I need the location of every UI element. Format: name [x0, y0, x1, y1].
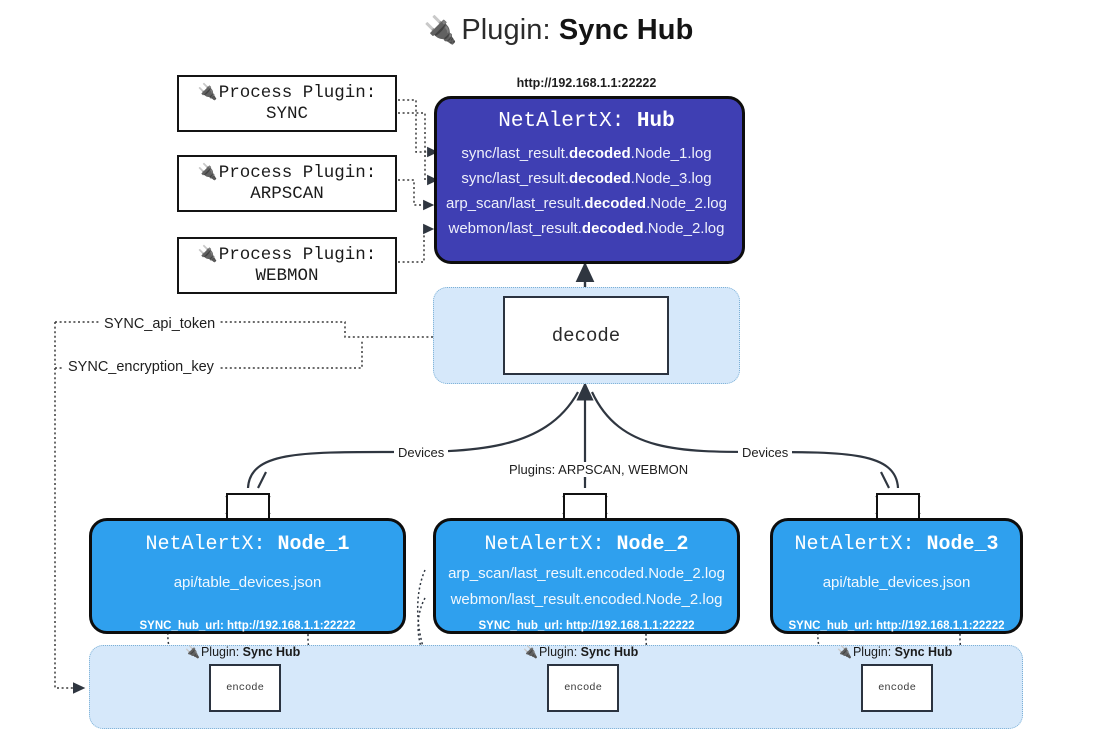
page-title: 🔌Plugin: Sync Hub: [0, 14, 1117, 47]
process-plugin-webmon[interactable]: 🔌Process Plugin: WEBMON: [177, 237, 397, 294]
encode-box-node2[interactable]: encode: [547, 664, 619, 712]
node-box-node3[interactable]: NetAlertX: Node_3 api/table_devices.json…: [770, 518, 1023, 634]
node1-hub-url: SYNC_hub_url: http://192.168.1.1:22222: [139, 620, 356, 632]
plug-icon: 🔌: [523, 645, 538, 659]
page-title-prefix: Plugin:: [461, 14, 559, 46]
page-title-name: Sync Hub: [558, 14, 694, 46]
encode3-plugin-label: 🔌Plugin: Sync Hub: [837, 645, 953, 659]
node2-title-name: Node_2: [616, 533, 689, 556]
node3-hub-url: SYNC_hub_url: http://192.168.1.1:22222: [788, 620, 1005, 632]
node-box-node2[interactable]: NetAlertX: Node_2 arp_scan/last_result.e…: [433, 518, 740, 634]
plug-icon: 🔌: [197, 243, 218, 263]
plug-icon: 🔌: [197, 81, 218, 101]
encode-box-node1[interactable]: encode: [209, 664, 281, 712]
plug-icon: 🔌: [837, 645, 852, 659]
wire-node3-envelope-stem: [880, 471, 890, 489]
hub-log-line-3: arp_scan/last_result.decoded.Node_2.log: [446, 195, 727, 212]
wire-node1-envelope-stem: [257, 471, 267, 489]
wire-arpscan-to-hub-line3: [398, 179, 435, 211]
hub-url-label: http://192.168.1.1:22222: [516, 76, 657, 90]
hub-node[interactable]: NetAlertX: Hub sync/last_result.decoded.…: [434, 96, 745, 264]
process-plugin-webmon-label: Process Plugin:: [218, 244, 377, 265]
node2-hub-url: SYNC_hub_url: http://192.168.1.1:22222: [478, 620, 695, 632]
setting-encryption-key-label: SYNC_encryption_key: [64, 359, 218, 375]
process-plugin-arpscan-value: ARPSCAN: [250, 184, 324, 204]
encode2-plugin-label: 🔌Plugin: Sync Hub: [523, 645, 639, 659]
edge-label-devices-left: Devices: [394, 445, 449, 460]
node2-line-2: webmon/last_result.encoded.Node_2.log: [450, 591, 723, 608]
process-plugin-sync[interactable]: 🔌Process Plugin: SYNC: [177, 75, 397, 132]
process-plugin-arpscan-label: Process Plugin:: [218, 162, 377, 183]
node1-line-1: api/table_devices.json: [173, 574, 322, 591]
encode-box-node3[interactable]: encode: [861, 664, 933, 712]
setting-api-token-label: SYNC_api_token: [100, 316, 220, 332]
edge-label-plugins-center: Plugins: ARPSCAN, WEBMON: [505, 462, 693, 477]
wire-enc-key-to-encodeband: [54, 368, 86, 694]
hub-title-prefix: NetAlertX:: [498, 110, 637, 133]
process-plugin-sync-value: SYNC: [265, 104, 308, 124]
hub-log-line-2: sync/last_result.decoded.Node_3.log: [461, 170, 712, 187]
encode1-plugin-label: 🔌Plugin: Sync Hub: [185, 645, 301, 659]
plug-icon: 🔌: [185, 645, 200, 659]
hub-log-line-1: sync/last_result.decoded.Node_1.log: [461, 145, 712, 162]
process-plugin-arpscan[interactable]: 🔌Process Plugin: ARPSCAN: [177, 155, 397, 212]
decode-box[interactable]: decode: [503, 296, 669, 375]
hub-log-line-4: webmon/last_result.decoded.Node_2.log: [448, 220, 725, 237]
plug-icon: 🔌: [197, 161, 218, 181]
process-plugin-webmon-value: WEBMON: [255, 266, 319, 286]
wire-sync-to-hub-line2: [398, 112, 439, 186]
hub-box: [434, 96, 745, 264]
wire-sync-to-hub-line1: [398, 99, 439, 158]
edge-label-devices-right: Devices: [738, 445, 793, 460]
hub-title-name: Hub: [636, 110, 675, 133]
wire-webmon-to-hub-line4: [398, 223, 435, 263]
plug-icon: 🔌: [423, 15, 458, 45]
node2-line-1: arp_scan/last_result.encoded.Node_2.log: [448, 565, 725, 582]
process-plugin-sync-label: Process Plugin:: [218, 82, 377, 103]
node1-title-name: Node_1: [277, 533, 350, 556]
node3-line-1: api/table_devices.json: [822, 574, 971, 591]
node-box-node1[interactable]: NetAlertX: Node_1 api/table_devices.json…: [89, 518, 406, 634]
node3-title-name: Node_3: [926, 533, 999, 556]
